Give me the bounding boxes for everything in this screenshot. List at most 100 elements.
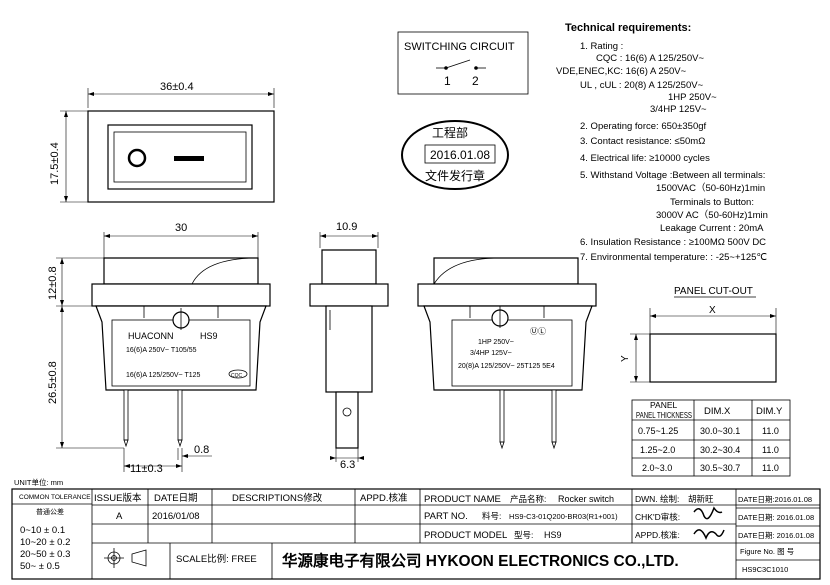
rating-line-ul: UL , cUL : 20(8) A 125/250V~: [580, 80, 704, 91]
side-label-line3: 20(8)A 125/250V~ 25T125 5E4: [458, 363, 555, 370]
stamp-bottom: 文件发行章: [425, 168, 485, 183]
req-electrical-life: 4. Electrical life: ≥10000 cycles: [580, 153, 710, 164]
rating-line-34hp: 3/4HP 125V~: [650, 104, 707, 115]
dwn-name: 胡新旺: [688, 494, 714, 504]
cell-0-2: 11.0: [762, 426, 779, 436]
table-head-dimy: DIM.Y: [756, 406, 783, 417]
product-name-head: PRODUCT NAME: [424, 494, 501, 505]
table-head-thickness: PANEL THICKNESS: [636, 410, 692, 420]
pin-1-label: 1: [444, 74, 451, 88]
rear-view: ⓊⓁ 1HP 250V~ 3/4HP 125V~ 20(8)A 125/250V…: [417, 257, 597, 450]
appd-signature: [693, 529, 725, 540]
part-no-cn: 料号:: [482, 511, 501, 521]
tolerance-1: 0~10 ± 0.1: [20, 525, 65, 536]
tolerance-2: 10~20 ± 0.2: [20, 537, 70, 548]
req-withstand-voltage: 5. Withstand Voltage :Between all termin…: [580, 170, 765, 181]
dim-pin-thickness: 0.8: [194, 444, 209, 456]
date-val: 2016/01/08: [152, 511, 200, 522]
cell-2-1: 30.5~30.7: [700, 463, 740, 473]
panel-cutout: PANEL CUT-OUT X Y PANEL PANEL THICKNESS …: [620, 286, 791, 477]
tolerance-cn: 普通公差: [36, 507, 64, 516]
front-view: 30 HUACONN HS9 16(6)A 250V~ T105/55 16(6…: [47, 222, 271, 475]
date-label-2: DATE日期: 2016.01.08: [738, 513, 814, 522]
switch-contact: [445, 59, 471, 69]
off-mark-circle: [127, 148, 147, 168]
front-label-mark: CQC: [231, 373, 243, 379]
tolerance-4: 50~ ± 0.5: [20, 561, 60, 572]
side-label-line1: 1HP 250V~: [478, 339, 514, 346]
switching-circuit-title: SWITCHING CIRCUIT: [404, 41, 515, 53]
req-insulation: 6. Insulation Resistance : ≥100MΩ 500V D…: [580, 237, 766, 248]
cutout-y-label: Y: [620, 355, 631, 362]
tolerance-3: 20~50 ± 0.3: [20, 549, 70, 560]
cell-1-1: 30.2~30.4: [700, 445, 740, 455]
top-view: 36±0.4 17.5±0.4: [49, 81, 275, 203]
product-name-val: Rocker switch: [558, 494, 614, 504]
company-name: 华源康电子有限公司 HYKOON ELECTRONICS CO.,LTD.: [282, 551, 679, 570]
pin-2-label: 2: [472, 74, 479, 88]
side-view: 10.9 6.3: [309, 221, 389, 471]
req-withstand-1: 1500VAC（50-60Hz)1min: [656, 182, 765, 194]
product-name-cn: 产品名称:: [510, 494, 546, 504]
issue-head: ISSUE版本: [94, 492, 142, 504]
cell-0-0: 0.75~1.25: [638, 426, 678, 436]
req-leakage: Leakage Current : 20mA: [660, 223, 764, 234]
req-withstand-2: Terminals to Button:: [670, 197, 754, 208]
dim-top-width: 36±0.4: [160, 81, 194, 93]
unit-label: UNIT单位: mm: [14, 477, 63, 487]
dim-top-height: 17.5±0.4: [49, 142, 61, 185]
release-stamp: 工程部 2016.01.08 文件发行章: [401, 120, 509, 190]
dim-height-lower: 26.5±0.8: [47, 361, 59, 404]
rating-head: 1. Rating :: [580, 41, 623, 52]
rating-line-cqc: CQC : 16(6) A 125/250V~: [596, 53, 704, 64]
table-head-thickness-1: PANEL: [650, 400, 678, 410]
stamp-date: 2016.01.08: [430, 148, 490, 162]
technical-requirements: Technical requirements: 1. Rating : CQC …: [556, 22, 768, 263]
cell-1-0: 1.25~2.0: [640, 445, 675, 455]
panel-cutout-title: PANEL CUT-OUT: [674, 286, 753, 297]
chkd-signature: [693, 506, 723, 520]
product-model-head: PRODUCT MODEL: [424, 530, 507, 541]
requirements-title: Technical requirements:: [565, 22, 691, 34]
switching-circuit-box: SWITCHING CIRCUIT 1 2: [397, 31, 529, 95]
issue-val: A: [116, 511, 123, 522]
product-model-val: HS9: [544, 530, 562, 540]
desc-head: DESCRIPTIONS修改: [232, 492, 323, 504]
rating-line-vde: VDE,ENEC,KC: 16(6) A 250V~: [556, 66, 687, 77]
stamp-top: 工程部: [432, 125, 468, 140]
chkd-label: CHK'D审核:: [635, 512, 680, 522]
front-label-line2: 16(6)A 125/250V~ T125: [126, 372, 201, 379]
front-label-brand: HUACONN: [128, 331, 174, 341]
dwn-label: DWN. 绘制:: [635, 494, 679, 504]
cell-1-2: 11.0: [762, 445, 779, 455]
title-block: UNIT单位: mm COMMON TOLERANCE 普通公差 0~10 ± …: [11, 477, 821, 580]
dim-height-upper: 12±0.8: [47, 266, 59, 300]
figure-no-label: Figure No. 图 号: [740, 547, 794, 556]
dim-pin-spacing: 11±0.3: [130, 463, 163, 475]
dim-side-width: 10.9: [336, 221, 357, 233]
common-tolerance: COMMON TOLERANCE: [19, 494, 91, 501]
side-label-line2: 3/4HP 125V~: [470, 350, 512, 357]
cutout-x-label: X: [709, 305, 716, 316]
part-no-head: PART NO.: [424, 511, 468, 522]
projection-symbol-icon: [104, 548, 147, 568]
date-label-3: DATE日期: 2016.01.08: [738, 531, 814, 540]
date-head: DATE日期: [154, 493, 198, 504]
scale-label: SCALE比例: FREE: [176, 553, 257, 565]
req-contact-resistance: 3. Contact resistance: ≤50mΩ: [580, 136, 705, 147]
part-no-val: HS9-C3-01Q200-BR03(R1+001): [509, 512, 618, 521]
front-label-model: HS9: [200, 331, 218, 341]
front-label-line1: 16(6)A 250V~ T105/55: [126, 347, 197, 354]
svg-text:ⓊⓁ: ⓊⓁ: [530, 327, 546, 336]
req-operating-force: 2. Operating force: 650±350gf: [580, 121, 707, 132]
req-withstand-3: 3000V AC（50-60Hz)1min: [656, 209, 768, 221]
figure-no-val: HS9C3C1010: [742, 565, 788, 574]
cell-2-2: 11.0: [762, 463, 779, 473]
appd-label: APPD.核准:: [635, 530, 680, 540]
date-label-1: DATE日期:2016.01.08: [738, 495, 812, 504]
cell-2-0: 2.0~3.0: [642, 463, 672, 473]
cell-0-1: 30.0~30.1: [700, 426, 740, 436]
req-environment: 7. Environmental temperature: : -25~+125…: [580, 252, 767, 263]
on-mark-bar: [174, 156, 204, 161]
